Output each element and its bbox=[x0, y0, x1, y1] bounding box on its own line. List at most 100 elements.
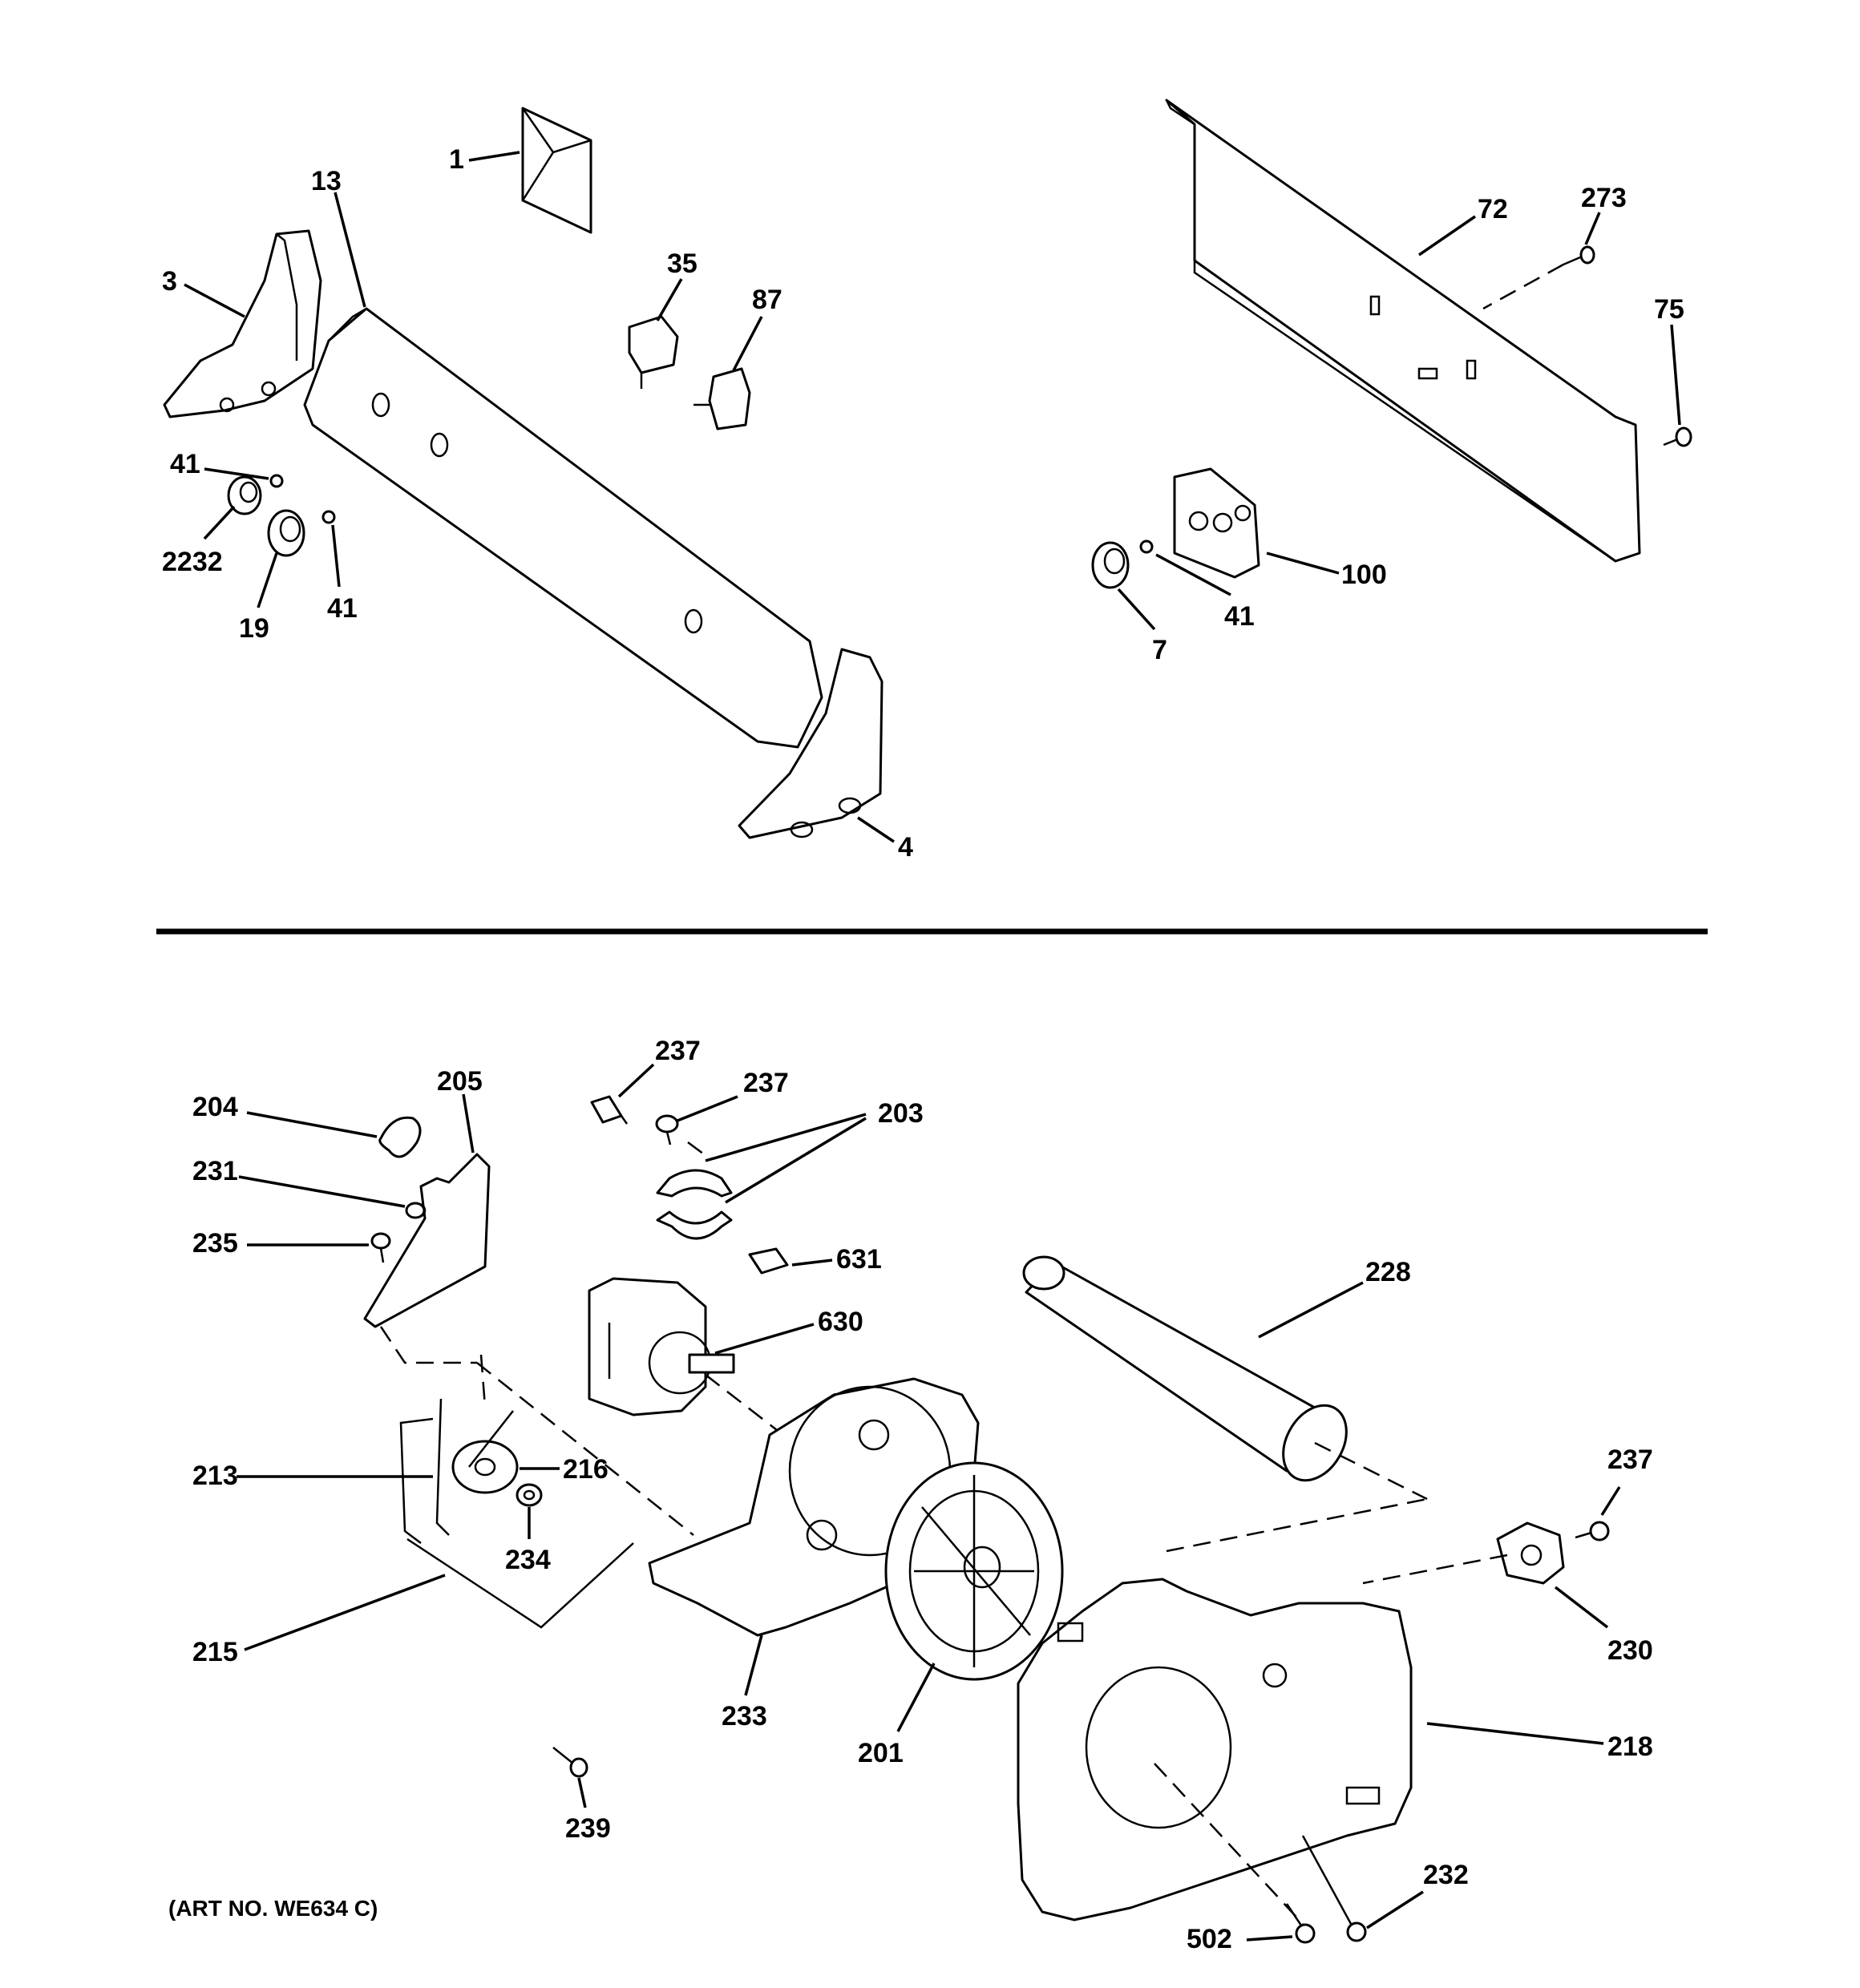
part-213-belt bbox=[399, 1398, 450, 1544]
label-41b: 41 bbox=[327, 593, 358, 624]
part-3-left-endcap bbox=[163, 229, 322, 418]
label-100: 100 bbox=[1341, 560, 1387, 590]
label-75: 75 bbox=[1654, 294, 1684, 325]
part-203-clamps bbox=[656, 1169, 733, 1240]
dash-205-c bbox=[479, 1354, 487, 1408]
part-100-timer bbox=[1173, 467, 1260, 579]
part-35-switch bbox=[628, 315, 679, 389]
label-201: 201 bbox=[858, 1738, 904, 1768]
label-7: 7 bbox=[1152, 635, 1167, 665]
leader-233 bbox=[744, 1634, 763, 1696]
label-19: 19 bbox=[239, 613, 269, 644]
dash-228-b bbox=[1166, 1497, 1428, 1553]
label-72: 72 bbox=[1478, 194, 1508, 224]
leader-237b bbox=[677, 1095, 738, 1122]
part-19-knob bbox=[267, 509, 305, 557]
dash-273 bbox=[1482, 263, 1564, 310]
label-237a: 237 bbox=[655, 1036, 701, 1066]
leader-230 bbox=[1554, 1586, 1609, 1629]
leader-4 bbox=[857, 816, 895, 843]
part-237a-screw bbox=[590, 1095, 629, 1125]
label-237c: 237 bbox=[1607, 1445, 1653, 1475]
leader-3 bbox=[184, 283, 245, 318]
label-231: 231 bbox=[192, 1156, 238, 1186]
label-230: 230 bbox=[1607, 1635, 1653, 1666]
label-233: 233 bbox=[722, 1701, 767, 1731]
label-232: 232 bbox=[1423, 1860, 1469, 1890]
leader-87 bbox=[732, 316, 763, 371]
label-234: 234 bbox=[505, 1545, 551, 1575]
leader-215 bbox=[244, 1574, 446, 1651]
label-1: 1 bbox=[449, 144, 464, 175]
leader-631 bbox=[791, 1259, 833, 1267]
part-75-screw bbox=[1663, 426, 1692, 447]
leader-2232 bbox=[203, 505, 236, 540]
label-2232: 2232 bbox=[162, 547, 223, 577]
part-239-screw bbox=[552, 1747, 588, 1778]
part-201-blower-wheel bbox=[884, 1461, 1064, 1681]
part-273-screw bbox=[1563, 245, 1595, 266]
part-232-screw bbox=[1301, 1835, 1367, 1942]
leader-273 bbox=[1584, 212, 1601, 245]
leader-41b bbox=[331, 524, 341, 588]
label-239: 239 bbox=[565, 1813, 611, 1844]
part-4-right-endcap bbox=[738, 648, 884, 839]
dash-230 bbox=[1362, 1554, 1508, 1585]
part-215-rod bbox=[406, 1537, 634, 1629]
label-218: 218 bbox=[1607, 1731, 1653, 1762]
leader-19 bbox=[257, 552, 278, 608]
part-237b-screw bbox=[655, 1114, 679, 1146]
part-7-knob bbox=[1091, 541, 1130, 589]
art-number: (ART NO. WE634 C) bbox=[168, 1896, 378, 1921]
label-203: 203 bbox=[878, 1098, 924, 1129]
part-72-backsplash bbox=[1165, 99, 1641, 563]
dash-203 bbox=[687, 1141, 710, 1160]
part-234-bushing bbox=[516, 1483, 543, 1507]
label-87: 87 bbox=[752, 285, 782, 315]
leader-228 bbox=[1258, 1281, 1364, 1339]
leader-239 bbox=[577, 1777, 587, 1808]
part-631-connector bbox=[748, 1247, 789, 1275]
leader-237a bbox=[617, 1063, 655, 1098]
part-235-screw bbox=[370, 1232, 391, 1263]
leader-7 bbox=[1117, 588, 1156, 631]
part-237c-screw bbox=[1575, 1521, 1610, 1542]
label-228: 228 bbox=[1365, 1257, 1411, 1287]
leader-237c bbox=[1600, 1486, 1621, 1516]
label-215: 215 bbox=[192, 1637, 238, 1667]
leader-204 bbox=[246, 1111, 378, 1138]
dash-228 bbox=[1314, 1441, 1428, 1501]
leader-630 bbox=[714, 1323, 815, 1355]
leader-72 bbox=[1418, 215, 1476, 257]
leader-100 bbox=[1266, 552, 1340, 575]
label-216: 216 bbox=[563, 1454, 609, 1485]
leader-205 bbox=[462, 1093, 475, 1154]
leader-232 bbox=[1366, 1890, 1424, 1929]
part-87-switch bbox=[693, 367, 751, 430]
leader-35 bbox=[656, 278, 683, 321]
leader-203a bbox=[705, 1113, 867, 1162]
label-41a: 41 bbox=[170, 449, 200, 479]
label-631: 631 bbox=[836, 1244, 882, 1275]
label-205: 205 bbox=[437, 1066, 483, 1097]
label-630: 630 bbox=[818, 1307, 863, 1337]
dash-502 bbox=[1154, 1763, 1304, 1925]
leader-75 bbox=[1670, 324, 1681, 426]
label-235: 235 bbox=[192, 1228, 238, 1259]
part-2232-knob bbox=[227, 475, 262, 515]
part-216-pulley bbox=[451, 1410, 519, 1494]
label-35: 35 bbox=[667, 248, 698, 279]
dash-205-b bbox=[476, 1362, 694, 1536]
leader-13 bbox=[334, 192, 366, 308]
part-231-screw bbox=[405, 1202, 426, 1219]
part-41a-spring bbox=[269, 474, 284, 488]
label-237b: 237 bbox=[743, 1068, 789, 1098]
part-228-duct bbox=[1022, 1255, 1348, 1482]
part-218-blower-cover bbox=[1017, 1578, 1413, 1921]
part-41b-spring bbox=[321, 510, 336, 524]
leader-1 bbox=[468, 151, 520, 162]
label-4: 4 bbox=[898, 832, 913, 863]
leader-203b bbox=[725, 1117, 867, 1204]
